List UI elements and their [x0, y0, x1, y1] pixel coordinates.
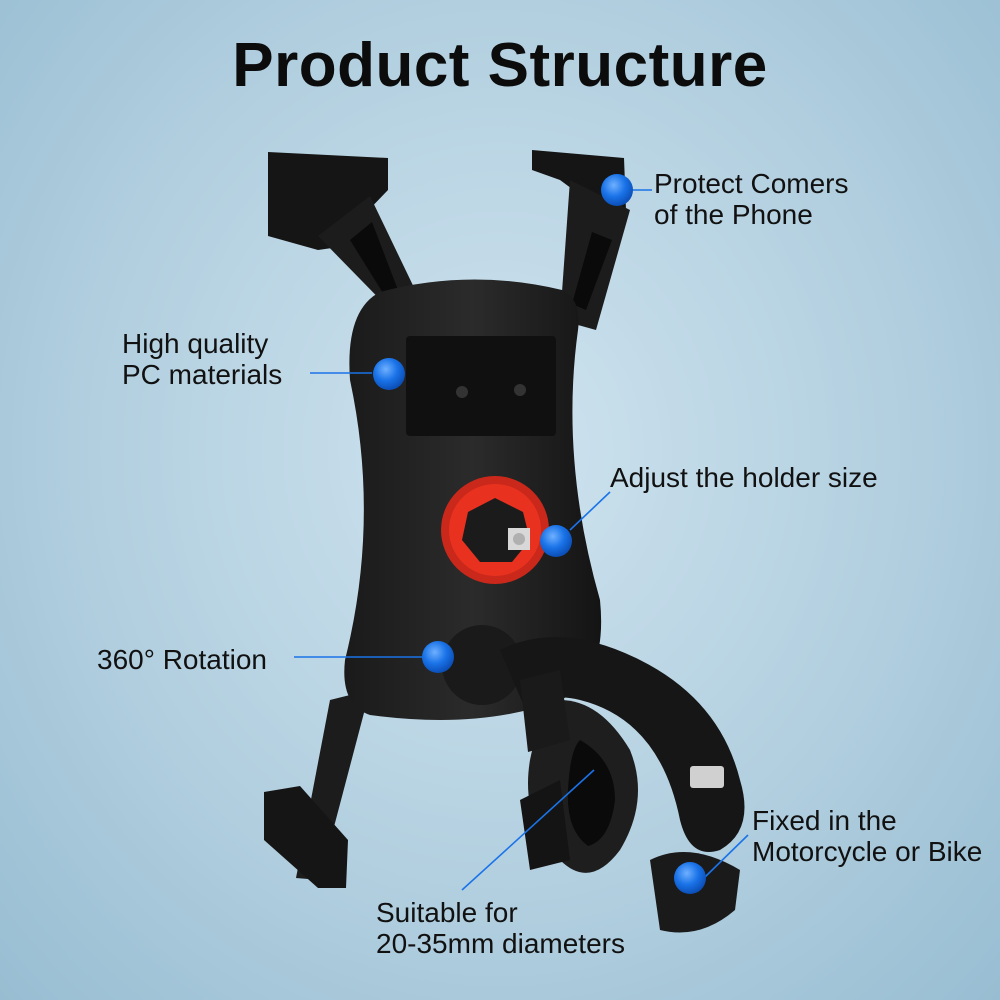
callout-text: Fixed in the	[752, 805, 897, 836]
adjust-knob	[441, 476, 549, 584]
callout-text: High quality	[122, 328, 269, 359]
mounting-plate	[406, 336, 556, 436]
callout-protect-corners: Protect Comers of the Phone	[654, 168, 849, 230]
adjust-marker-dot	[540, 525, 572, 557]
callout-adjust-size: Adjust the holder size	[610, 462, 878, 493]
rotation-marker-dot	[422, 641, 454, 673]
callout-text: Motorcycle or Bike	[752, 836, 983, 867]
fixed-marker-dot	[674, 862, 706, 894]
upper-right-arm	[532, 150, 630, 330]
materials-marker-dot	[373, 358, 405, 390]
callout-text: Adjust the holder size	[610, 462, 878, 493]
callout-text: PC materials	[122, 359, 283, 390]
callout-text: Suitable for	[376, 897, 518, 928]
lower-left-arm	[264, 690, 370, 888]
callout-lines	[294, 189, 749, 891]
handlebar-clamp	[500, 637, 745, 933]
corner-marker-dot	[601, 174, 633, 206]
callout-text: of the Phone	[654, 199, 813, 230]
callout-text: 360° Rotation	[97, 644, 267, 675]
callout-materials: High quality PC materials	[122, 328, 282, 390]
callout-text: Protect Comers	[654, 168, 849, 199]
page-title: Product Structure	[232, 31, 768, 100]
callout-diameter: Suitable for 20-35mm diameters	[376, 897, 625, 959]
callout-text: 20-35mm diameters	[376, 928, 625, 959]
ball-joint	[442, 625, 522, 705]
callout-fixed: Fixed in the Motorcycle or Bike	[752, 805, 982, 867]
callout-rotation: 360° Rotation	[97, 644, 267, 675]
